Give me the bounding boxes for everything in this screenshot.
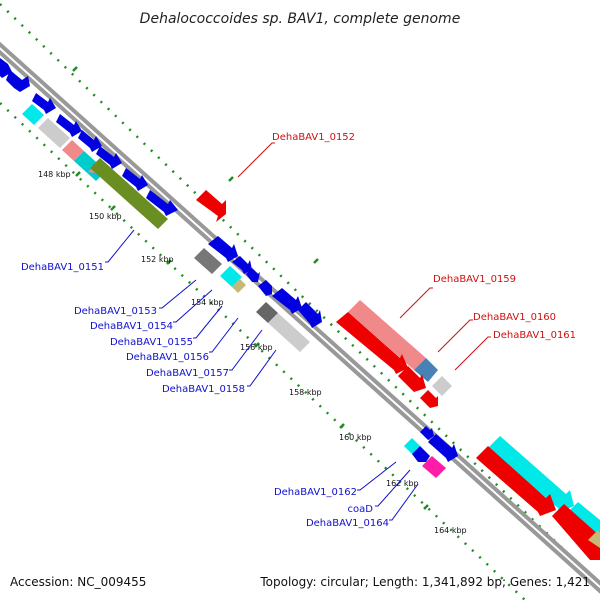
gene-label-0158[interactable]: DehaBAV1_0158: [162, 384, 245, 395]
gene-arrow[interactable]: [232, 256, 252, 274]
gene-label-0151[interactable]: DehaBAV1_0151: [21, 262, 104, 273]
gene-arrow[interactable]: [56, 114, 82, 137]
gene-gray[interactable]: [38, 118, 70, 148]
topology-text: Topology: circular; Length: 1,341,892 bp…: [259, 575, 590, 589]
leader-line: [173, 289, 213, 323]
scale-label: 156 kbp: [240, 343, 273, 352]
leader-line: [399, 287, 433, 319]
gene-label-0159[interactable]: DehaBAV1_0159: [433, 274, 516, 285]
gene-0160[interactable]: [414, 358, 438, 382]
gene-label-coaD[interactable]: coaD: [348, 504, 374, 515]
scale-label: 162 kbp: [386, 479, 419, 488]
gene-label-0164[interactable]: DehaBAV1_0164: [306, 518, 389, 529]
gene-0157[interactable]: [256, 302, 278, 323]
leader-line: [389, 483, 419, 521]
gene-arrow[interactable]: [32, 93, 56, 114]
gene-cyan-big[interactable]: [488, 436, 574, 512]
scale-label: 148 kbp: [38, 170, 71, 179]
gene-label-0153[interactable]: DehaBAV1_0153: [74, 306, 157, 317]
leader-line: [237, 142, 275, 178]
gene-cyan[interactable]: [22, 104, 44, 125]
gene-arrow[interactable]: [246, 268, 260, 282]
gene-label-0160[interactable]: DehaBAV1_0160: [473, 312, 556, 323]
gene-0154[interactable]: [220, 266, 242, 287]
gene-arrow[interactable]: [428, 434, 458, 462]
leader-line: [357, 461, 397, 491]
gene-row-lower: [404, 426, 458, 478]
map-title: Dehalococcoides sp. BAV1, complete genom…: [140, 11, 461, 27]
gene-red-3[interactable]: [420, 390, 438, 408]
leader-line: [437, 319, 473, 353]
gene-arrow[interactable]: [78, 130, 102, 152]
scale-label: 158 kbp: [289, 388, 322, 397]
gene-row-lower-right: [476, 436, 600, 560]
gene-arrow[interactable]: [96, 146, 122, 169]
gene-red-1[interactable]: [336, 312, 408, 374]
gene-olive[interactable]: [90, 158, 168, 229]
gene-0152[interactable]: [196, 190, 226, 222]
gene-salmon[interactable]: [62, 140, 84, 161]
gene-red-big[interactable]: [476, 446, 556, 516]
gene-row-upper: [0, 58, 178, 216]
backbone-inner: [0, 41, 600, 586]
gene-row-middle: [194, 236, 322, 352]
gene-row-right: [336, 300, 452, 408]
scale-label: 152 kbp: [141, 255, 174, 264]
leader-line: [105, 229, 135, 263]
leader-line: [247, 349, 277, 387]
major-ticks: [72, 66, 429, 510]
scale-label: 150 kbp: [89, 212, 122, 221]
gene-arrow[interactable]: [208, 236, 238, 262]
gene-label-0152[interactable]: DehaBAV1_0152: [272, 132, 355, 143]
inner-tick-line: [0, 102, 526, 600]
gene-coaD[interactable]: [412, 446, 430, 462]
leader-line: [375, 469, 411, 507]
leader-line: [159, 279, 197, 309]
leader-line: [454, 336, 491, 371]
gene-tan[interactable]: [588, 530, 600, 548]
leader-line: [209, 317, 239, 353]
gene-arrow[interactable]: [298, 302, 322, 328]
outer-tick-line: [0, 3, 591, 576]
gene-0159[interactable]: [348, 300, 426, 370]
gene-arrow[interactable]: [272, 288, 302, 314]
gene-arrow[interactable]: [146, 190, 178, 216]
gene-label-0155[interactable]: DehaBAV1_0155: [110, 337, 193, 348]
leader-line: [193, 305, 223, 339]
gene-arrow[interactable]: [6, 70, 30, 92]
gene-0158[interactable]: [268, 313, 310, 352]
gene-red-2[interactable]: [398, 366, 426, 392]
gene-red-big-2[interactable]: [552, 504, 600, 560]
gene-arrow[interactable]: [122, 168, 148, 191]
gene-0153[interactable]: [194, 248, 222, 274]
scale-label: 154 kbp: [191, 298, 224, 307]
gene-arrow[interactable]: [420, 426, 434, 440]
scale-label: 160 kbp: [339, 433, 372, 442]
scale-label: 164 kbp: [434, 526, 467, 535]
gene-label-0162[interactable]: DehaBAV1_0162: [274, 487, 357, 498]
gene-label-0154[interactable]: DehaBAV1_0154: [90, 321, 173, 332]
gene-label-0156[interactable]: DehaBAV1_0156: [126, 352, 209, 363]
gene-0161[interactable]: [432, 376, 452, 396]
gene-0155[interactable]: [232, 279, 246, 293]
gene-0164[interactable]: [422, 456, 446, 478]
gene-label-0161[interactable]: DehaBAV1_0161: [493, 330, 576, 341]
gene-row-upper-inner: [22, 104, 168, 229]
accession-text: Accession: NC_009455: [10, 575, 146, 589]
gene-arrow[interactable]: [258, 280, 272, 296]
leader-line: [229, 329, 263, 371]
gene-label-0157[interactable]: DehaBAV1_0157: [146, 368, 229, 379]
